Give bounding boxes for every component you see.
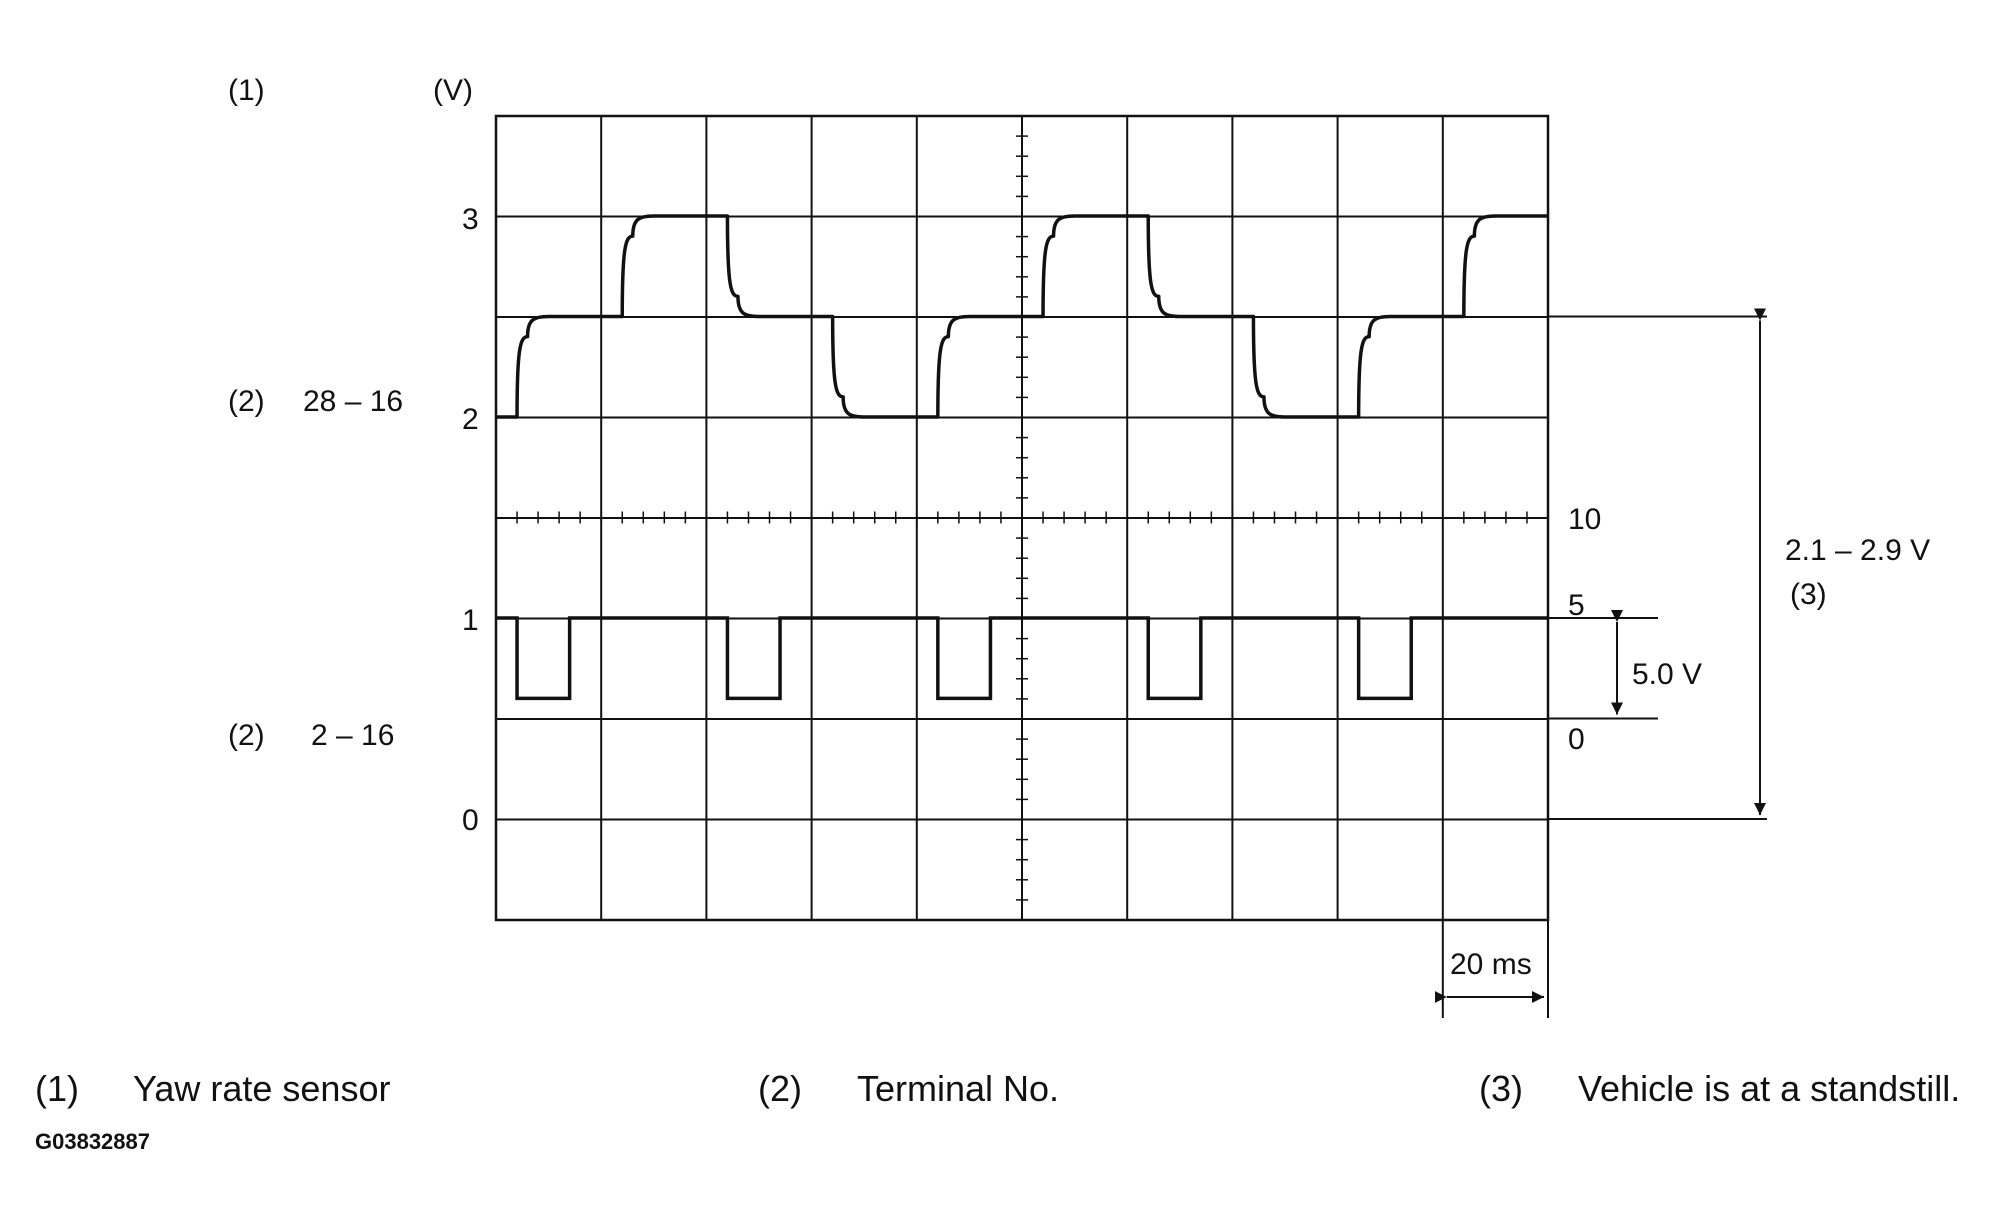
right-axis-tick-5: 5 xyxy=(1568,589,1585,622)
axis-tick-3: 3 xyxy=(462,203,479,236)
channel-ref-1: (2) xyxy=(228,385,265,418)
legend-num-3: (3) xyxy=(1479,1068,1523,1109)
channel-terminal-2: 2 – 16 xyxy=(311,719,395,752)
legend-text-2: Terminal No. xyxy=(857,1068,1060,1109)
axis-tick-1: 1 xyxy=(462,604,479,637)
figure-code: G03832887 xyxy=(35,1129,150,1154)
scope-minor-ticks xyxy=(495,115,1549,901)
pulse-amplitude-label: 5.0 V xyxy=(1632,658,1703,691)
voltage-range-label: 2.1 – 2.9 V xyxy=(1785,534,1931,567)
legend-num-2: (2) xyxy=(758,1068,802,1109)
pulse-signal-trace xyxy=(496,616,1548,701)
analog-signal-trace xyxy=(496,214,1548,419)
legend-text-3: Vehicle is at a standstill. xyxy=(1578,1068,1961,1109)
time-division-label: 20 ms xyxy=(1450,948,1532,981)
channel-terminal-1: 28 – 16 xyxy=(303,385,404,418)
right-axis-tick-0: 0 xyxy=(1568,723,1585,756)
dimension-lines xyxy=(1434,308,1767,1018)
scope-traces xyxy=(496,214,1548,701)
axis-tick-0: 0 xyxy=(462,804,479,837)
legend-num-1: (1) xyxy=(35,1068,79,1109)
legend-text-1: Yaw rate sensor xyxy=(133,1068,391,1109)
right-axis-tick-10: 10 xyxy=(1568,503,1602,536)
voltage-range-ref: (3) xyxy=(1790,578,1827,611)
channel-ref-2: (2) xyxy=(228,719,265,752)
axis-tick-2: 2 xyxy=(462,403,479,436)
sensor-ref-label: (1) xyxy=(228,74,265,107)
unit-label: (V) xyxy=(433,74,473,107)
